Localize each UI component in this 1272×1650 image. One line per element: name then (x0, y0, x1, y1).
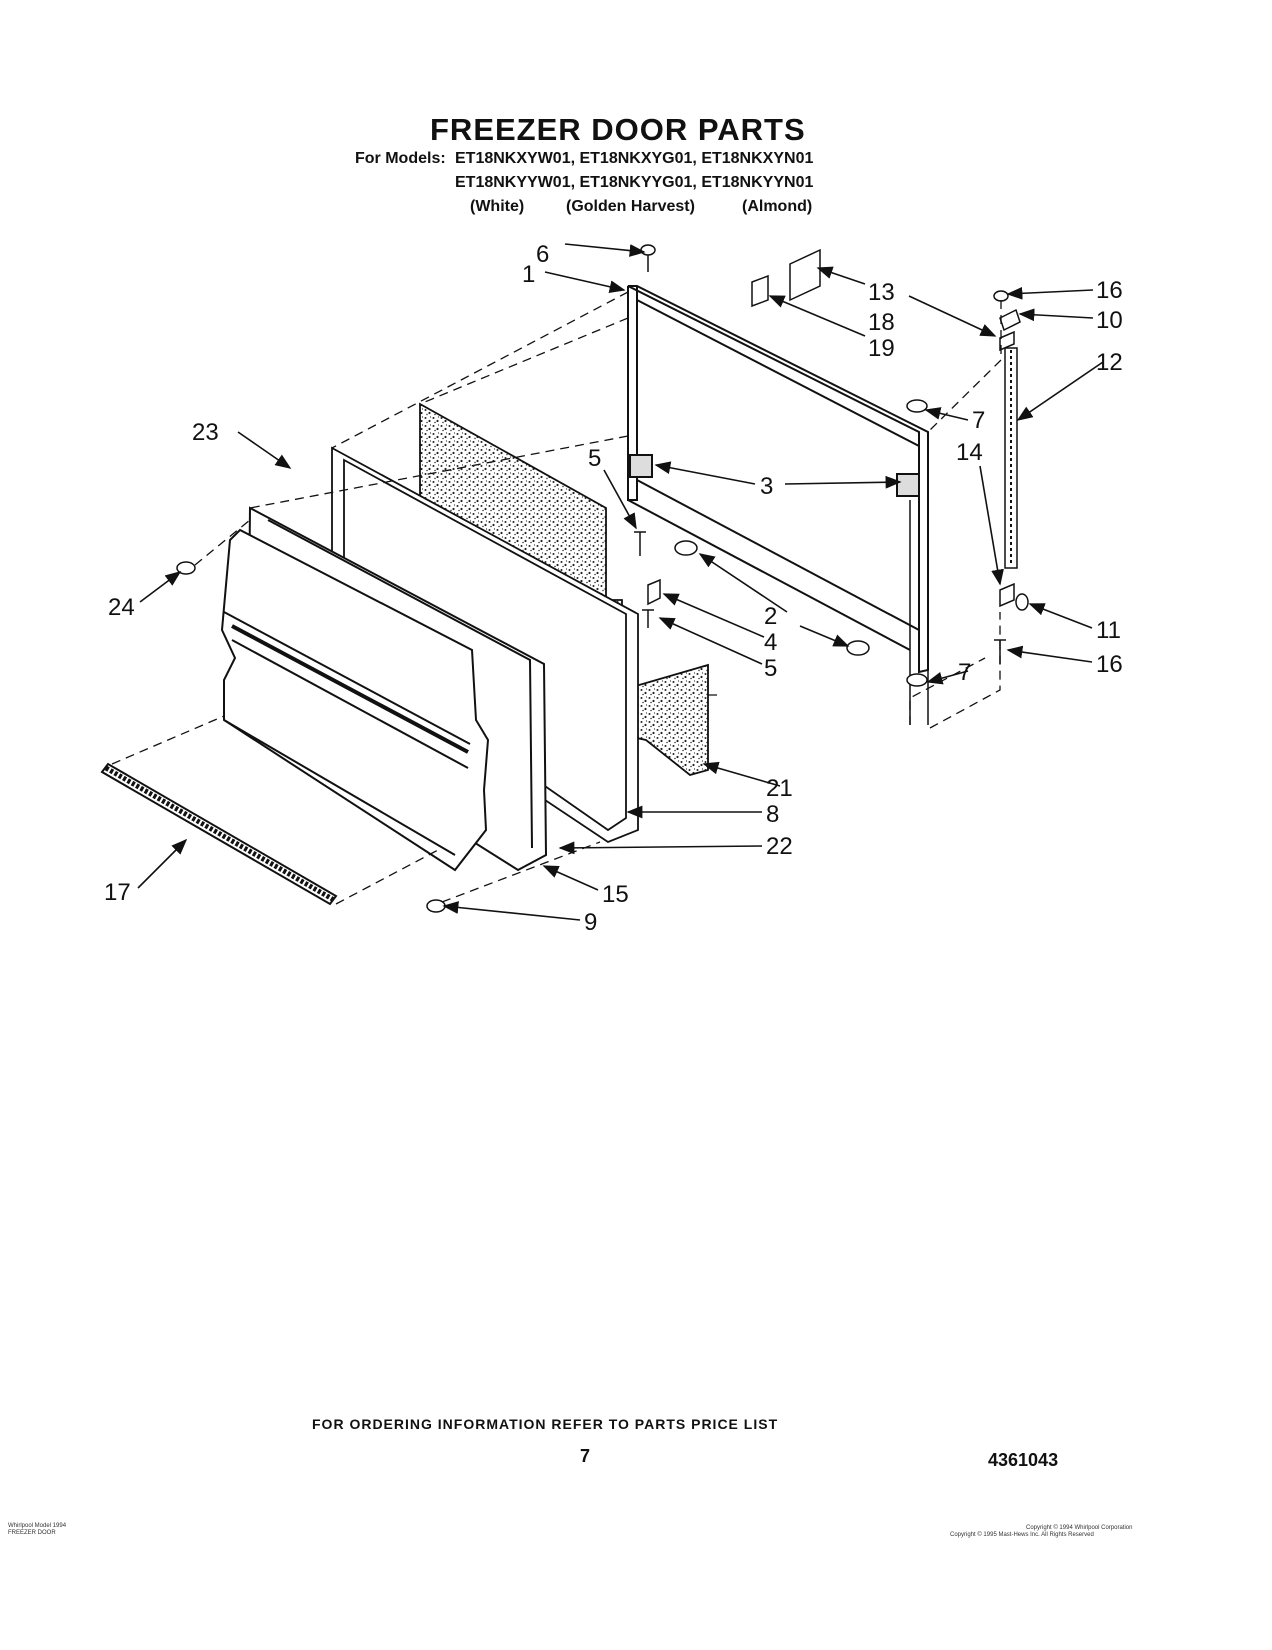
fine-print-right-2: Copyright © 1995 Mast-Hews Inc. All Righ… (950, 1532, 1094, 1538)
models-prefix: For Models: (355, 150, 446, 167)
leader-arrows (137, 243, 1104, 921)
color-almond: (Almond) (742, 198, 813, 215)
callout-21: 21 (766, 775, 793, 802)
hinge-rod (1004, 347, 1018, 569)
callout-14: 14 (956, 439, 983, 466)
exploded-parts-diagram: 6 1 13 18 19 16 10 12 7 14 5 3 23 2 4 5 … (100, 241, 1123, 936)
callout-12: 12 (1096, 349, 1123, 376)
fine-print-left-1: Whirlpool Model 1994 (8, 1523, 67, 1529)
page-number: 7 (580, 1446, 591, 1466)
callout-17: 17 (104, 879, 131, 906)
callout-19: 19 (868, 335, 895, 362)
callout-16-top: 16 (1096, 277, 1123, 304)
callout-18: 18 (868, 309, 895, 336)
callout-7-top: 7 (972, 407, 985, 434)
callout-5-upper: 5 (588, 445, 601, 472)
callout-labels: 6 1 13 18 19 16 10 12 7 14 5 3 23 2 4 5 … (104, 241, 1123, 936)
ordering-note: FOR ORDERING INFORMATION REFER TO PARTS … (312, 1416, 779, 1432)
callout-4: 4 (764, 629, 777, 656)
small-parts (176, 244, 1029, 913)
callout-5-lower: 5 (764, 655, 777, 682)
callout-15: 15 (602, 881, 629, 908)
callout-23: 23 (192, 419, 219, 446)
callout-16-bottom: 16 (1096, 651, 1123, 678)
fine-print-left-2: FREEZER DOOR (8, 1530, 56, 1536)
models-row-1: ET18NKXYW01, ET18NKXYG01, ET18NKXYN01 (455, 150, 814, 167)
page-title: FREEZER DOOR PARTS (430, 112, 806, 147)
callout-9: 9 (584, 909, 597, 936)
callout-13: 13 (868, 279, 895, 306)
door-handle (100, 762, 338, 906)
callout-22: 22 (766, 833, 793, 860)
callout-11: 11 (1096, 617, 1121, 644)
callout-24: 24 (108, 594, 135, 621)
models-row-2: ET18NKYYW01, ET18NKYYG01, ET18NKYYN01 (455, 174, 814, 191)
color-white: (White) (470, 198, 525, 215)
callout-6: 6 (536, 241, 549, 268)
callout-1: 1 (522, 261, 535, 288)
callout-8: 8 (766, 801, 779, 828)
door-frame (627, 285, 929, 725)
fine-print-right-1: Copyright © 1994 Whirlpool Corporation (1026, 1525, 1133, 1531)
callout-10: 10 (1096, 307, 1123, 334)
door-liner (220, 506, 548, 872)
callout-7-bottom: 7 (958, 659, 971, 686)
callout-2: 2 (764, 603, 777, 630)
color-golden-harvest: (Golden Harvest) (566, 198, 695, 215)
document-number: 4361043 (988, 1450, 1059, 1470)
callout-3: 3 (760, 473, 773, 500)
